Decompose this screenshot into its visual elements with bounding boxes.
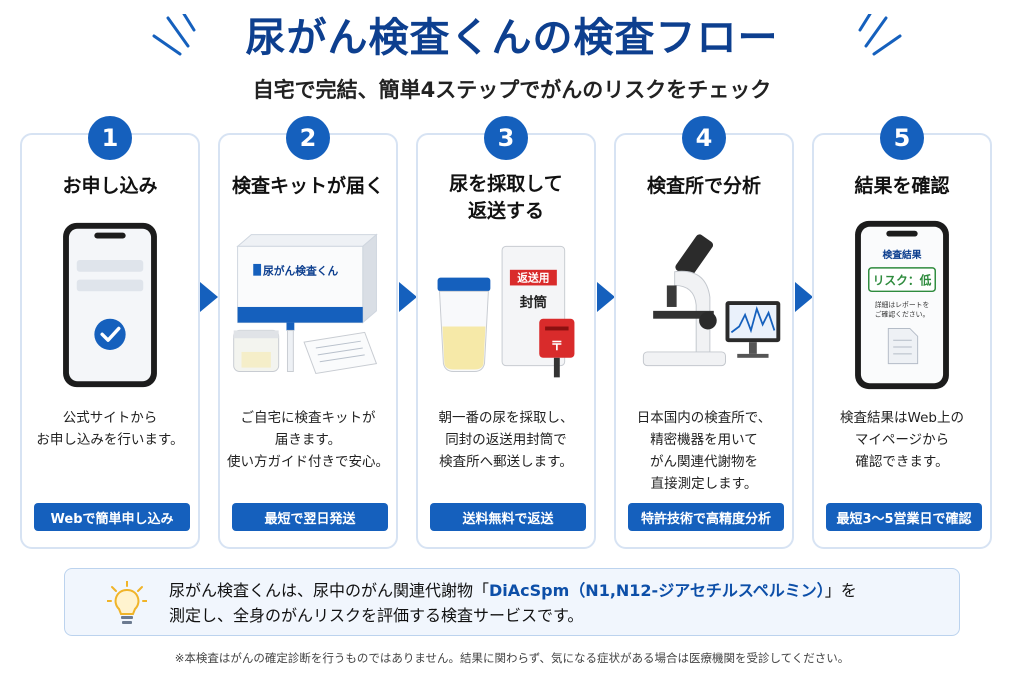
header: 尿がん検査くんの検査フロー <box>0 8 1024 68</box>
step-number-5: 5 <box>880 116 924 160</box>
step-description: 公式サイトから お申し込みを行います。 <box>36 410 184 448</box>
kit-box-label: 尿がん検査くん <box>263 265 339 278</box>
step-badge: 最短3～5営業日で確認 <box>826 503 982 531</box>
step-description: 日本国内の検査所で、 精密機器を用いて がん関連代謝物を 直接測定します。 <box>636 410 772 492</box>
microscope-monitor-icon <box>642 234 781 367</box>
info-line2: 測定し、全身のがんリスクを評価する検査サービスです。 <box>169 606 584 625</box>
step-number-1: 1 <box>88 116 132 160</box>
chevron-right-icon <box>795 282 813 312</box>
step-card-4: 検査所で分析 日本国内の検査所で、 精密機器を用いて がん関連代謝物を 直接測定… <box>614 133 794 549</box>
info-prefix: 尿がん検査くんは、尿中のがん関連代謝物「 <box>169 581 490 600</box>
step-card-5: 結果を確認 検査結果 リスク：低 詳細はレポートを ご確認ください。 検査結果は… <box>812 133 992 549</box>
page-subtitle: 自宅で完結、簡単4ステップでがんのリスクをチェック <box>252 78 772 102</box>
step-number-4: 4 <box>682 116 726 160</box>
step-card-1: お申し込み 公式サイトから お申し込みを行います。 Webで簡単申し込み <box>20 133 200 549</box>
step-title: 検査キットが届く <box>231 175 384 197</box>
result-risk-label: リスク：低 <box>873 273 932 287</box>
step-badge: 特許技術で高精度分析 <box>628 503 784 531</box>
info-text: 尿がん検査くんは、尿中のがん関連代謝物「DiAcSpm（N1,N12-ジアセチル… <box>169 578 857 628</box>
step-card-2: 検査キットが届く 尿がん検査くん ご自宅に検査キットが 届きます。 使い方ガイド… <box>218 133 398 549</box>
step-title: 結果を確認 <box>854 175 950 197</box>
result-note-line1: 詳細はレポートを <box>875 300 930 309</box>
step-number-3: 3 <box>484 116 528 160</box>
envelope-label: 返送用 <box>517 272 549 285</box>
result-note-line2: ご確認ください。 <box>875 310 930 319</box>
accent-lines-right-icon <box>858 14 902 56</box>
step-card-3: 尿を採取して 返送する 返送用 封筒 〒 朝一番の尿を採取し、 同封の返送用封筒… <box>416 133 596 549</box>
step-title: 検査所で分析 <box>646 175 761 197</box>
test-kit-box-icon: 尿がん検査くん <box>233 233 378 374</box>
step-description: 検査結果はWeb上の マイページから 確認できます。 <box>840 410 964 470</box>
step-number-2: 2 <box>286 116 330 160</box>
step-description: ご自宅に検査キットが 届きます。 使い方ガイド付きで安心。 <box>227 410 389 470</box>
step-description: 朝一番の尿を採取し、 同封の返送用封筒で 検査所へ郵送します。 <box>438 410 574 470</box>
lightbulb-icon <box>107 581 147 624</box>
postbox-mark-icon: 〒 <box>550 338 563 353</box>
urine-cup-envelope-icon: 返送用 封筒 〒 <box>437 245 575 378</box>
info-suffix: 」を <box>824 581 857 600</box>
info-box: 尿がん検査くんは、尿中のがん関連代謝物「DiAcSpm（N1,N12-ジアセチル… <box>64 568 960 636</box>
step-title: 尿を採取して 返送する <box>449 173 563 222</box>
step-badge: Webで簡単申し込み <box>34 503 190 531</box>
accent-lines-left-icon <box>152 14 196 56</box>
info-highlight: DiAcSpm（N1,N12-ジアセチルスペルミン） <box>489 581 825 600</box>
step-badge: 最短で翌日発送 <box>232 503 388 531</box>
chevron-right-icon <box>399 282 417 312</box>
envelope-text: 封筒 <box>520 294 548 311</box>
step-badge: 送料無料で返送 <box>430 503 586 531</box>
page-title: 尿がん検査くんの検査フロー <box>245 15 779 61</box>
step-title: お申し込み <box>62 175 158 197</box>
result-smartphone-icon: 検査結果 リスク：低 詳細はレポートを ご確認ください。 <box>855 220 949 390</box>
smartphone-check-icon <box>63 222 157 388</box>
chevron-right-icon <box>200 282 218 312</box>
chevron-right-icon <box>597 282 615 312</box>
result-screen-title: 検査結果 <box>882 248 921 261</box>
disclaimer-note: ※本検査はがんの確定診断を行うものではありません。結果に関わらず、気になる症状が… <box>174 651 850 665</box>
